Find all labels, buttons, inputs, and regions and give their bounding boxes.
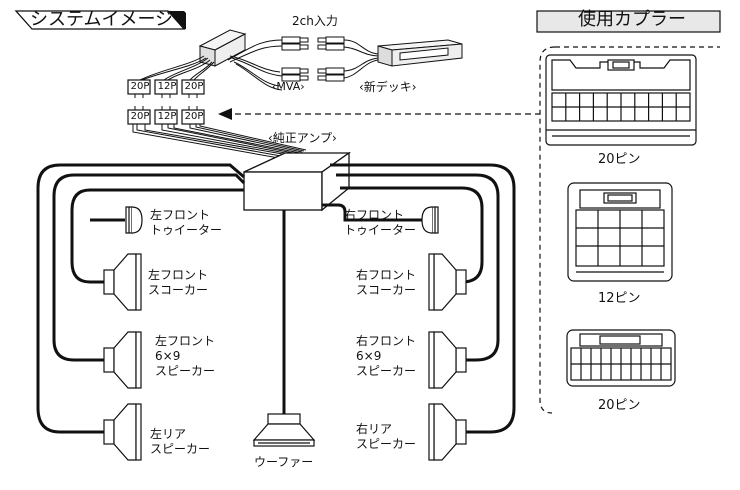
coupler-20pin-b-label: 20ピン bbox=[598, 398, 641, 413]
rca-plugs-left bbox=[281, 36, 309, 82]
amp-unit bbox=[243, 151, 352, 212]
coupler-area-outline bbox=[539, 46, 720, 414]
deck-wires bbox=[343, 39, 379, 79]
coupler-12pin-label: 12ピン bbox=[598, 291, 641, 306]
coupler-20pin-a-label: 20ピン bbox=[598, 152, 641, 167]
right-front-tweeter-label: 右フロント トゥイーター bbox=[344, 208, 417, 237]
left-front-6x9-label: 左フロント 6×9 スピーカー bbox=[155, 334, 216, 378]
couplers-title: 使用カプラー bbox=[578, 9, 686, 30]
right-front-6x9-speaker bbox=[428, 331, 467, 389]
left-front-6x9-speaker bbox=[103, 331, 142, 389]
coupler-20pin-a-drawing bbox=[545, 54, 697, 146]
left-front-tweeter-label: 左フロント トゥイーター bbox=[150, 208, 223, 237]
amp-label: ‹純正アンプ› bbox=[268, 131, 337, 145]
left-rear-speaker bbox=[103, 403, 142, 461]
coupler-20pin-b-drawing bbox=[566, 329, 676, 387]
left-rear-label: 左リア スピーカー bbox=[150, 427, 211, 456]
coupler-title-banner bbox=[536, 10, 721, 33]
right-rear-speaker bbox=[428, 403, 467, 461]
woofer-speaker bbox=[252, 413, 316, 447]
right-front-6x9-label: 右フロント 6×9 スピーカー bbox=[356, 334, 417, 378]
new-deck-label: ‹新デッキ› bbox=[359, 80, 417, 94]
coupler-12pin-drawing bbox=[567, 182, 673, 282]
left-front-tweeter-speaker bbox=[125, 206, 143, 234]
left-front-squawker-speaker bbox=[103, 253, 142, 311]
woofer-label: ウーファー bbox=[254, 455, 314, 469]
connector-bottom-3: 20P bbox=[184, 111, 204, 122]
connector-boxes-bottom bbox=[127, 109, 205, 125]
right-front-squawker-speaker bbox=[428, 253, 467, 311]
right-rear-label: 右リア スピーカー bbox=[356, 422, 417, 451]
connector-stubs bbox=[134, 94, 198, 110]
right-front-tweeter-speaker bbox=[421, 206, 439, 234]
coupler-reference-arrow bbox=[218, 108, 540, 120]
system-title: システムイメージ bbox=[30, 9, 174, 30]
amp-harness bbox=[132, 124, 307, 161]
connector-top-3: 20P bbox=[184, 81, 204, 92]
connector-bottom-1: 20P bbox=[130, 111, 150, 122]
left-front-squawker-label: 左フロント スコーカー bbox=[148, 268, 209, 297]
mva-label: ‹MVA› bbox=[272, 80, 305, 93]
harness-wires bbox=[139, 39, 283, 91]
connector-bottom-2: 12P bbox=[157, 111, 177, 122]
rca-plugs-right bbox=[317, 36, 345, 82]
connector-top-1: 20P bbox=[130, 81, 150, 92]
right-front-squawker-label: 右フロント スコーカー bbox=[356, 268, 417, 297]
connector-boxes-top bbox=[127, 79, 205, 95]
new-deck-unit bbox=[377, 39, 463, 67]
system-title-banner bbox=[14, 10, 186, 30]
connector-top-2: 12P bbox=[157, 81, 177, 92]
speaker-wiring bbox=[36, 163, 516, 434]
input-label: 2ch入力 bbox=[292, 14, 338, 28]
